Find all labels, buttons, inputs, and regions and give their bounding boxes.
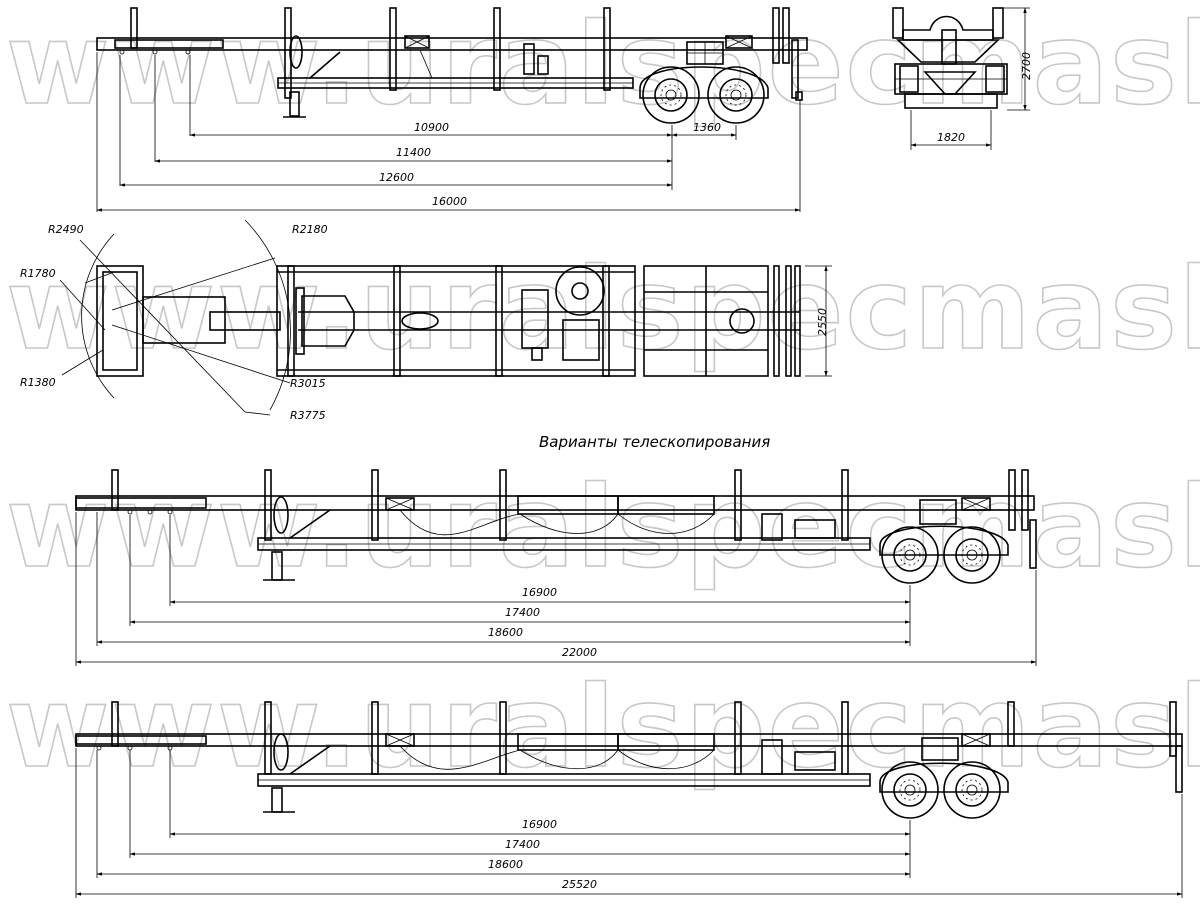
dim-16900-a: 16900: [522, 586, 557, 599]
radius-r2180: R2180: [292, 223, 328, 236]
radius-r1780: R1780: [20, 267, 56, 280]
dim-18600-b: 18600: [488, 858, 523, 871]
radius-r2490: R2490: [48, 223, 84, 236]
side-view-3: 16900 17400 18600 25520: [75, 701, 1183, 898]
dim-22000: 22000: [562, 646, 597, 659]
dim-18600-a: 18600: [488, 626, 523, 639]
dim-16000: 16000: [432, 195, 467, 208]
dim-12600: 12600: [379, 171, 414, 184]
dim-1820: 1820: [937, 131, 965, 144]
dim-2550: 2550: [816, 308, 829, 336]
radius-r3015: R3015: [290, 377, 326, 390]
dim-25520: 25520: [562, 878, 597, 891]
radius-r3775: R3775: [290, 409, 326, 422]
dim-1360: 1360: [693, 121, 721, 134]
radius-r1380: R1380: [20, 376, 56, 389]
side-view-1: 10900 1360 11400 12600 16000: [96, 7, 808, 212]
dim-17400-b: 17400: [505, 838, 540, 851]
section-title: Варианты телескопирования: [539, 433, 770, 451]
dim-17400-a: 17400: [505, 606, 540, 619]
rear-view: 2700 1820: [892, 7, 1033, 150]
watermark-4: www.uralspecmash.ru: [6, 663, 1200, 793]
side-view-2: 16900 17400 18600 22000: [75, 469, 1037, 666]
dim-2700: 2700: [1020, 52, 1033, 80]
dim-16900-b: 16900: [522, 818, 557, 831]
watermark-group: www.uralspecmash.ru www.uralspecmash.ru …: [5, 0, 1200, 794]
dim-11400: 11400: [396, 146, 431, 159]
dim-10900: 10900: [414, 121, 449, 134]
plan-view: R2490 R2180 R1780 R1380 R3015 R3775 2550: [20, 219, 832, 422]
